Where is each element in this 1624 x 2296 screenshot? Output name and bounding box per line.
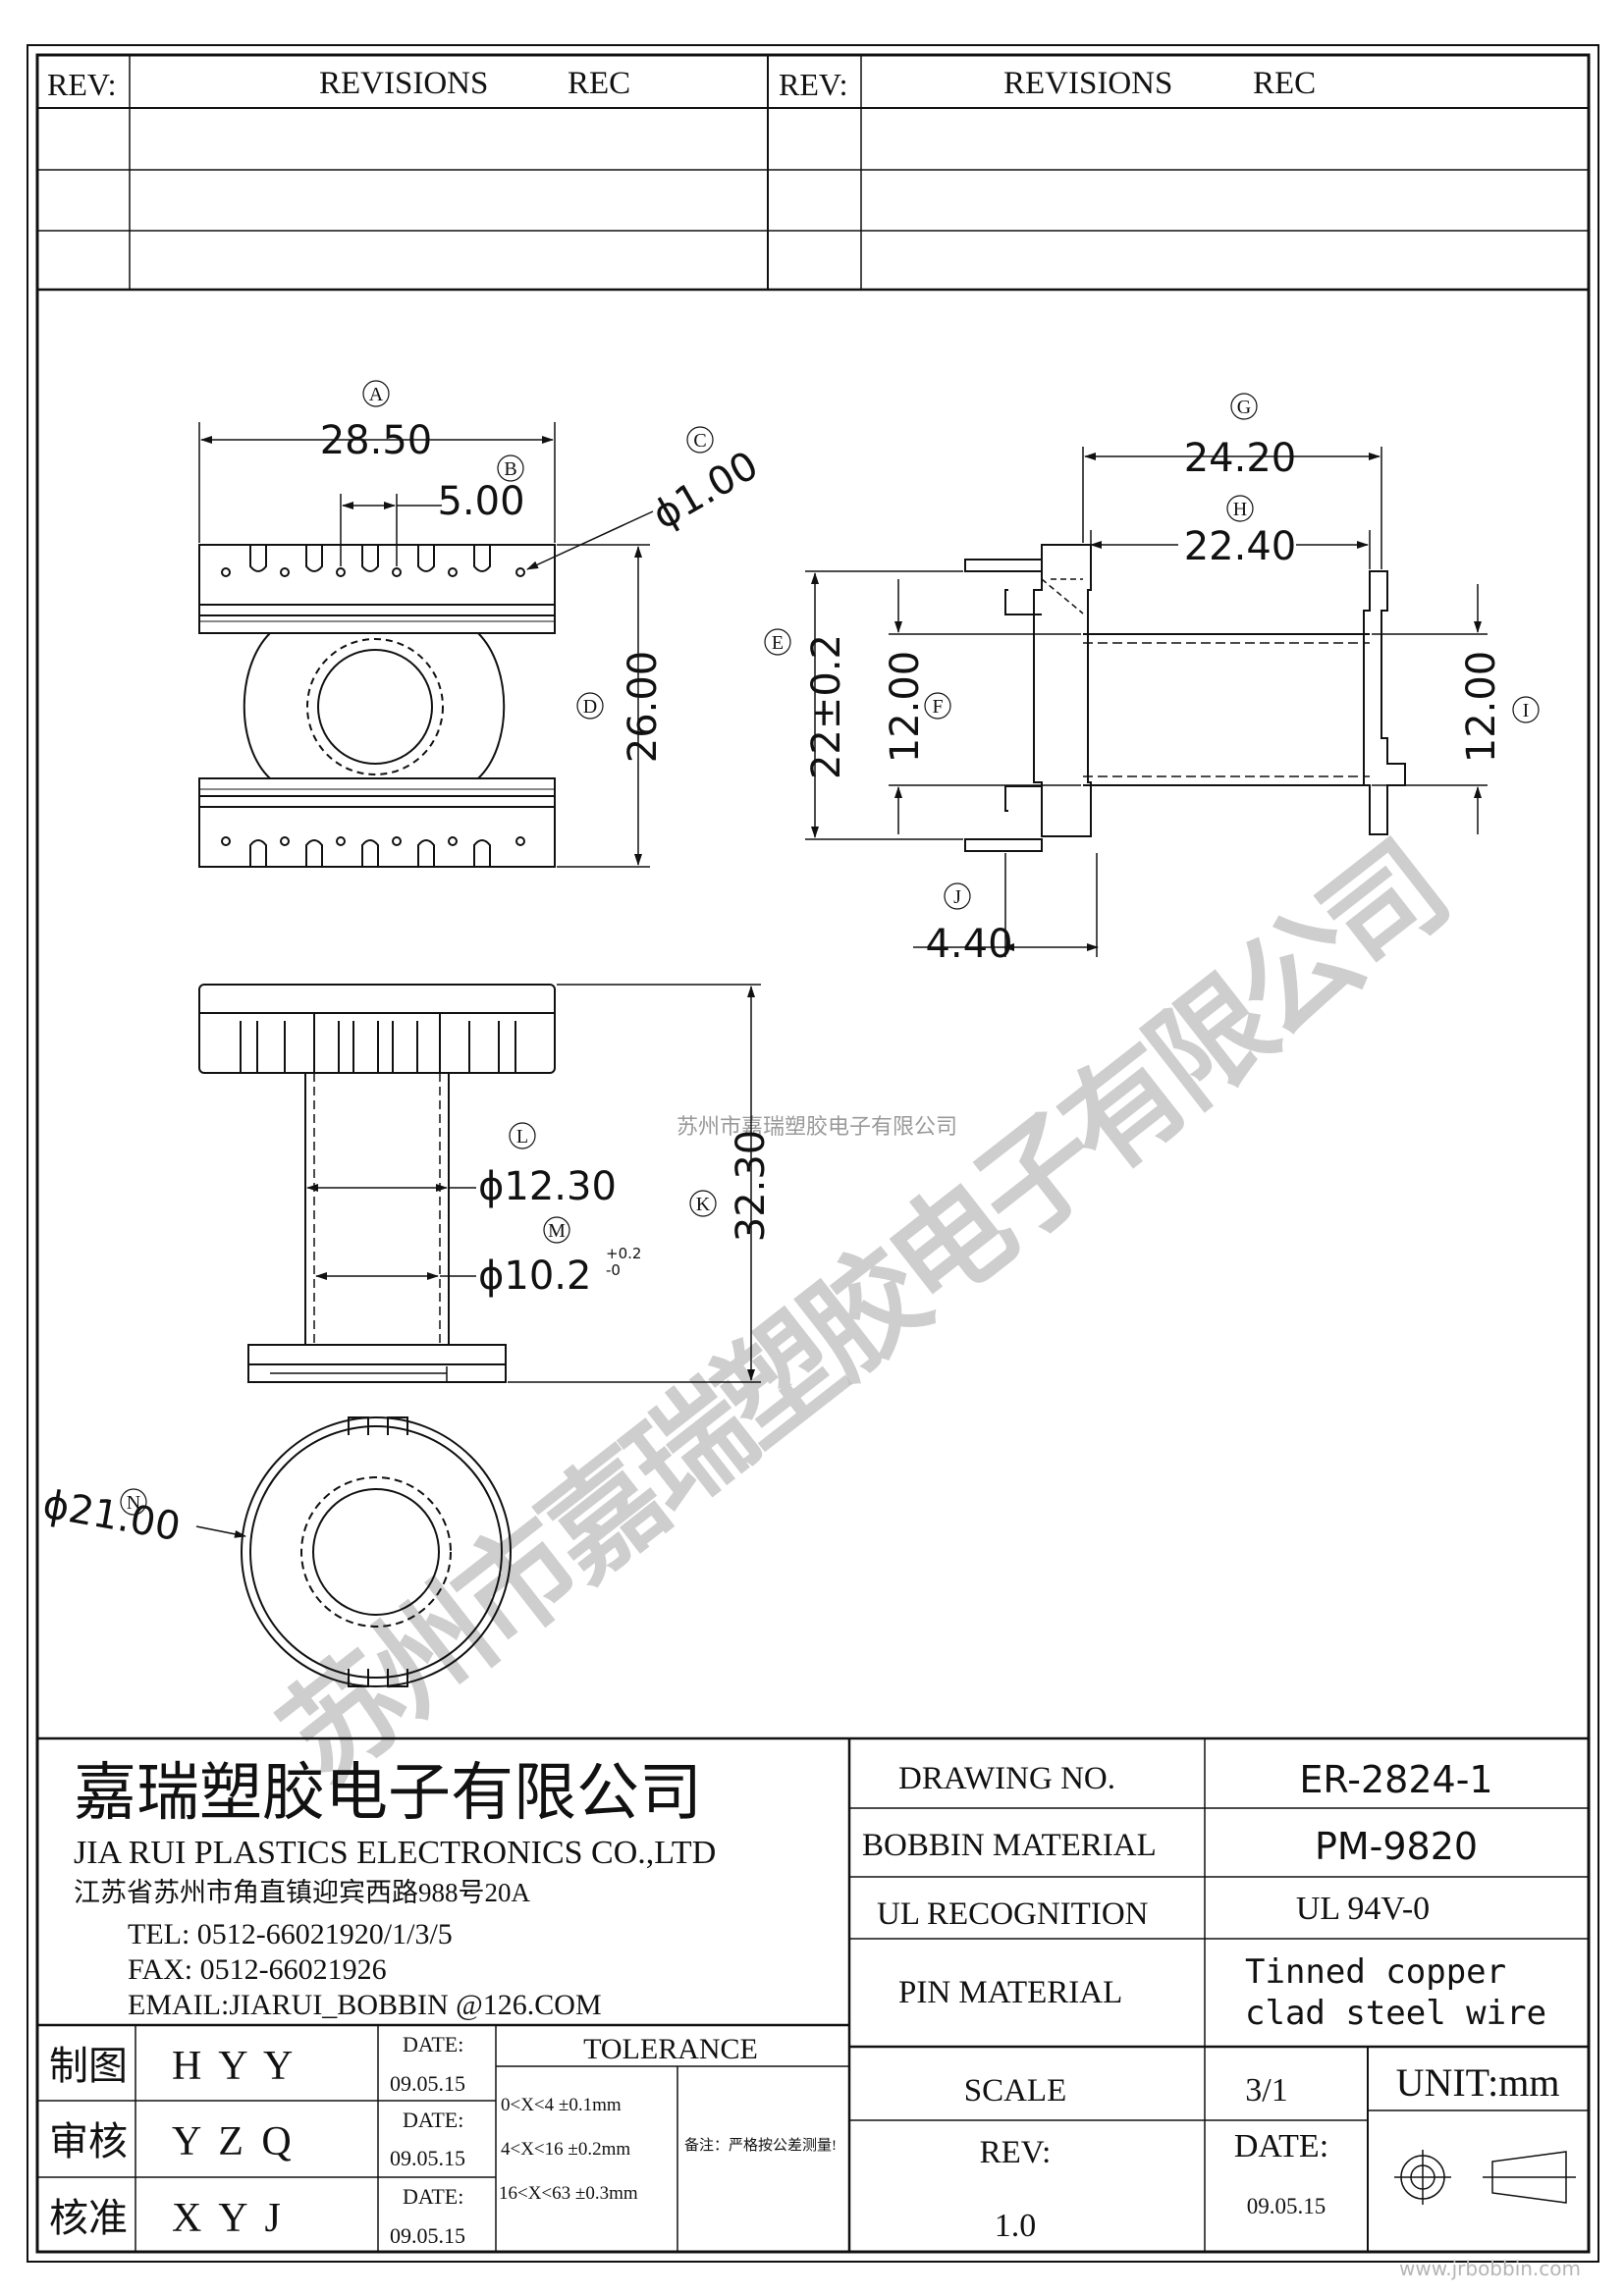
view-side bbox=[964, 544, 1406, 852]
marker-n: N bbox=[127, 1492, 140, 1514]
date-label: DATE: bbox=[1234, 2128, 1328, 2164]
dim-m-value: ϕ10.2 bbox=[478, 1254, 591, 1299]
dim-i-value: 12.00 bbox=[1459, 651, 1504, 764]
view-front bbox=[198, 984, 556, 1383]
date-value: 09.05.15 bbox=[1247, 2194, 1326, 2218]
pin-material-label: PIN MATERIAL bbox=[898, 1975, 1122, 2010]
ul-recognition-value: UL 94V-0 bbox=[1296, 1891, 1430, 1927]
company-name-en: JIA RUI PLASTICS ELECTRONICS CO.,LTD bbox=[74, 1835, 716, 1871]
bobbin-material-value: PM-9820 bbox=[1315, 1825, 1478, 1868]
rec-header-right: REC bbox=[1253, 66, 1316, 101]
tolerance-row-3: 16<X<63 ±0.3mm bbox=[499, 2183, 638, 2204]
company-tel: TEL: 0512-66021920/1/3/5 bbox=[128, 1918, 453, 1950]
marker-k: K bbox=[696, 1194, 711, 1215]
rev-header-right: REV: bbox=[779, 67, 848, 102]
marker-l: L bbox=[516, 1126, 528, 1148]
projection-symbol-icon bbox=[1394, 2150, 1576, 2205]
tolerance-row-1: 0<X<4 ±0.1mm bbox=[501, 2095, 622, 2115]
view-top-dimension-lines bbox=[198, 422, 654, 868]
marker-f: F bbox=[932, 696, 943, 718]
signoff-date-label-drawn: DATE: bbox=[403, 2032, 463, 2056]
revisions-header-right: REVISIONS bbox=[1003, 66, 1172, 101]
outer-border bbox=[27, 44, 1599, 2263]
view-top-pins bbox=[198, 544, 556, 868]
signoff-date-label-checked: DATE: bbox=[403, 2108, 463, 2132]
signoff-name-drawn: H Y Y bbox=[172, 2044, 297, 2089]
marker-a: A bbox=[369, 384, 384, 405]
bobbin-material-label: BOBBIN MATERIAL bbox=[862, 1828, 1157, 1863]
view-front-dimension-lines bbox=[306, 984, 761, 1383]
rev-header-left: REV: bbox=[47, 67, 117, 102]
tolerance-row-2: 4<X<16 ±0.2mm bbox=[501, 2139, 630, 2160]
signoff-date-approved: 09.05.15 bbox=[390, 2223, 465, 2248]
title-block-grid bbox=[37, 1736, 1589, 2252]
marker-b: B bbox=[504, 458, 516, 480]
signoff-name-checked: Y Z Q bbox=[172, 2119, 296, 2164]
rec-header-left: REC bbox=[568, 66, 630, 101]
dim-m-tol-plus: +0.2 bbox=[606, 1245, 641, 1262]
signoff-role-approved: 核准 bbox=[49, 2196, 128, 2240]
company-address: 江苏省苏州市角直镇迎宾西路988号20A bbox=[74, 1878, 530, 1907]
dim-c-value: ϕ1.00 bbox=[645, 443, 766, 539]
signoff-role-checked: 审核 bbox=[49, 2119, 128, 2163]
drawing-no-label: DRAWING NO. bbox=[898, 1761, 1115, 1796]
marker-e: E bbox=[772, 632, 784, 654]
marker-m: M bbox=[548, 1220, 566, 1242]
drawing-no-value: ER-2824-1 bbox=[1299, 1758, 1492, 1801]
dim-n-leader bbox=[195, 1525, 246, 1538]
tolerance-note: 备注：严格按公差测量! bbox=[684, 2137, 837, 2154]
signoff-date-drawn: 09.05.15 bbox=[390, 2071, 465, 2096]
dim-k-value: 32.30 bbox=[729, 1130, 774, 1243]
signoff-name-approved: X Y J bbox=[172, 2196, 285, 2241]
company-email: EMAIL:JIARUI_BOBBIN @126.COM bbox=[128, 1989, 602, 2021]
inner-border bbox=[35, 53, 1591, 2254]
signoff-date-checked: 09.05.15 bbox=[390, 2146, 465, 2170]
scale-label: SCALE bbox=[964, 2073, 1067, 2109]
dim-j-value: 4.40 bbox=[925, 922, 1012, 967]
dim-h-value: 22.40 bbox=[1184, 524, 1297, 569]
dim-d-value: 26.00 bbox=[621, 651, 666, 764]
marker-j: J bbox=[953, 886, 961, 908]
dim-a-value: 28.50 bbox=[320, 418, 433, 463]
dimension-markers: A B C D E F G H I J K L M N bbox=[120, 380, 1540, 1516]
unit-label: UNIT:mm bbox=[1396, 2060, 1560, 2105]
marker-h: H bbox=[1233, 499, 1247, 520]
marker-c: C bbox=[693, 430, 706, 452]
marker-d: D bbox=[583, 696, 597, 718]
dim-f-value: 12.00 bbox=[883, 651, 928, 764]
view-bottom-circle bbox=[241, 1416, 512, 1687]
marker-g: G bbox=[1237, 397, 1251, 418]
revision-block bbox=[37, 55, 1589, 292]
footer-url: www.jrbobbin.com bbox=[1399, 2257, 1581, 2280]
ul-recognition-label: UL RECOGNITION bbox=[877, 1896, 1149, 1932]
company-name-cn: 嘉瑞塑胶电子有限公司 bbox=[74, 1758, 702, 1828]
dim-e-value: 22±0.2 bbox=[804, 634, 849, 779]
dim-b-value: 5.00 bbox=[437, 479, 524, 524]
view-side-dimension-lines bbox=[805, 447, 1488, 957]
watermark-small-text: 苏州市嘉瑞塑胶电子有限公司 bbox=[677, 1115, 957, 1140]
tolerance-title: TOLERANCE bbox=[583, 2033, 758, 2065]
dim-l-value: ϕ12.30 bbox=[478, 1164, 617, 1209]
pin-material-value-1: Tinned copper bbox=[1245, 1952, 1506, 1992]
signoff-date-label-approved: DATE: bbox=[403, 2184, 463, 2209]
rev-value: 1.0 bbox=[995, 2208, 1037, 2244]
company-fax: FAX: 0512-66021926 bbox=[128, 1953, 387, 1986]
dim-n-value: ϕ21.00 bbox=[39, 1482, 184, 1551]
dim-m-tol-minus: -0 bbox=[606, 1261, 621, 1279]
signoff-role-drawn: 制图 bbox=[49, 2044, 128, 2088]
scale-value: 3/1 bbox=[1245, 2072, 1287, 2109]
rev-label: REV: bbox=[980, 2135, 1052, 2170]
pin-material-value-2: clad steel wire bbox=[1245, 1994, 1546, 2033]
revisions-header-left: REVISIONS bbox=[319, 66, 488, 101]
marker-i: I bbox=[1523, 700, 1530, 721]
dim-g-value: 24.20 bbox=[1184, 436, 1297, 481]
